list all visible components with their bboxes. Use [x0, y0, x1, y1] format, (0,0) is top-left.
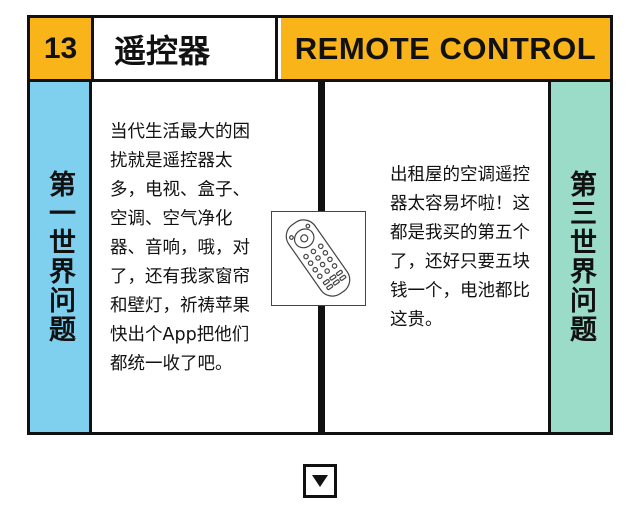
- third-world-label: 第三世界问题: [565, 170, 596, 344]
- first-world-label: 第一世界问题: [44, 170, 75, 344]
- scroll-down-button[interactable]: [303, 464, 337, 498]
- header-row: 13 遥控器 REMOTE CONTROL: [30, 18, 610, 82]
- title-english: REMOTE CONTROL: [281, 18, 610, 79]
- remote-control-illustration: [271, 211, 366, 306]
- third-world-label-panel: 第三世界问题: [548, 82, 610, 432]
- remote-control-icon: [285, 219, 351, 297]
- third-world-text: 出租屋的空调遥控器太容易坏啦！这都是我买的第五个了，还好只要五块钱一个，电池都比…: [390, 165, 530, 330]
- comparison-card: 13 遥控器 REMOTE CONTROL 第一世界问题 当代生活最大的困扰就是…: [27, 15, 613, 435]
- triangle-down-icon: [312, 475, 328, 487]
- issue-number: 13: [30, 18, 94, 79]
- first-world-label-panel: 第一世界问题: [30, 82, 92, 432]
- title-chinese: 遥控器: [94, 18, 278, 79]
- first-world-text: 当代生活最大的困扰就是遥控器太多，电视、盒子、空调、空气净化器、音响，哦，对了，…: [110, 122, 250, 374]
